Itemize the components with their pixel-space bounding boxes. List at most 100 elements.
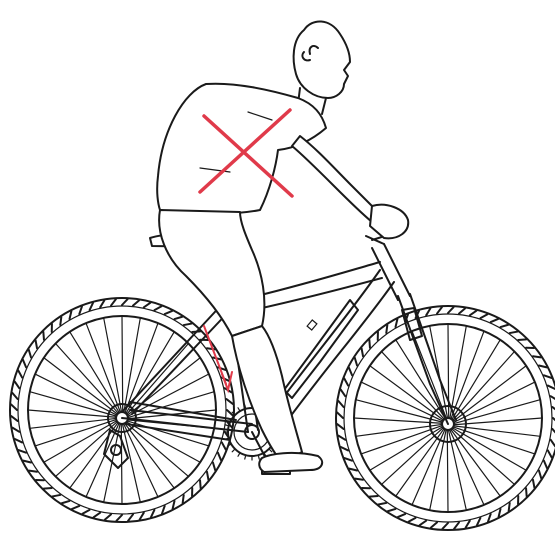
tread-knob (539, 366, 547, 368)
tread-knob (337, 412, 343, 418)
tread-knob (338, 401, 343, 407)
tread-knob (12, 428, 19, 432)
tread-knob (344, 378, 348, 385)
tread-knob (344, 458, 352, 461)
spoke (122, 424, 140, 502)
tread-knob (144, 303, 151, 308)
tread-knob (533, 480, 534, 488)
spoke (35, 374, 117, 415)
tread-knob (518, 339, 526, 340)
tread-knob (533, 356, 541, 357)
tread-knob (151, 510, 154, 517)
tread-knob (338, 436, 345, 440)
tread-knob (544, 375, 552, 378)
spoke (453, 352, 515, 421)
tread-knob (509, 503, 510, 511)
tread-knob (12, 393, 17, 399)
tread-knob (29, 350, 31, 358)
tread-knob (52, 495, 60, 496)
spoke (128, 374, 209, 416)
tread-knob (111, 299, 116, 305)
tread-knob (15, 439, 22, 442)
tread-knob (539, 471, 541, 479)
tread-knob (480, 314, 487, 318)
tread-knob (70, 311, 72, 319)
tread-knob (213, 463, 215, 471)
tread-knob (140, 513, 144, 520)
tread-knob (466, 521, 470, 528)
tread-knob (122, 299, 128, 305)
tread-knob (200, 480, 201, 488)
tread-knob (499, 509, 501, 517)
tread-knob (341, 390, 346, 397)
spoke (370, 366, 444, 420)
tread-knob (337, 424, 343, 429)
tread-knob (548, 450, 552, 457)
tread-knob (36, 340, 37, 348)
tread-knob (349, 469, 357, 471)
tread-knob (11, 404, 17, 410)
tread-knob (90, 303, 93, 310)
tread-knob (388, 509, 396, 511)
spoke (361, 382, 443, 421)
tread-knob (426, 308, 430, 315)
tread-knob (105, 514, 111, 519)
tread-knob (44, 488, 52, 489)
tread-knob (60, 317, 61, 325)
tread-knob (396, 319, 398, 327)
tread-knob (222, 442, 226, 449)
spoke (28, 410, 116, 417)
spoke (454, 382, 535, 422)
tread-knob (29, 471, 37, 472)
tread-knob (162, 506, 165, 514)
spoke (124, 318, 140, 412)
tread-knob (11, 416, 17, 421)
tread-knob (442, 523, 448, 529)
tread-knob (431, 522, 437, 527)
tread-knob (362, 348, 363, 356)
tread-knob (370, 496, 378, 497)
tread-knob (218, 453, 221, 460)
tread-knob (18, 450, 26, 453)
spoke (56, 344, 119, 414)
tread-knob (448, 307, 454, 313)
spoke (127, 422, 201, 462)
tread-knob (18, 370, 22, 377)
tread-knob (369, 340, 370, 348)
tread-knob (79, 306, 82, 314)
tread-knob (454, 522, 459, 528)
tread-knob (349, 368, 352, 375)
tread-knob (165, 311, 172, 314)
tread-knob (133, 300, 139, 305)
tread-knob (386, 325, 387, 333)
tread-knob (82, 510, 89, 514)
tread-knob (491, 319, 498, 322)
tread-knob (100, 300, 104, 307)
tread-knob (420, 521, 427, 526)
tread-knob (23, 461, 31, 463)
tread-knob (94, 513, 101, 518)
tread-knob (501, 325, 509, 327)
spoke (450, 326, 466, 418)
tread-knob (173, 501, 175, 509)
tread-knob (437, 307, 442, 313)
chainring-tooth (232, 449, 235, 452)
tread-knob (62, 501, 70, 503)
tread-knob (459, 308, 465, 313)
tread-knob (355, 479, 363, 480)
tread-knob (154, 306, 161, 310)
tread-knob (548, 386, 555, 389)
tread-knob (488, 514, 491, 522)
tread-knob (207, 472, 208, 480)
tread-knob (128, 514, 133, 520)
tread-knob (116, 515, 122, 521)
tread-knob (23, 360, 26, 367)
tread-knob (510, 332, 518, 333)
tread-knob (551, 396, 555, 400)
chainring-tooth (269, 449, 272, 452)
tread-knob (15, 382, 20, 389)
tread-knob (72, 506, 79, 509)
tread-knob (184, 324, 192, 325)
tread-knob (398, 514, 405, 517)
